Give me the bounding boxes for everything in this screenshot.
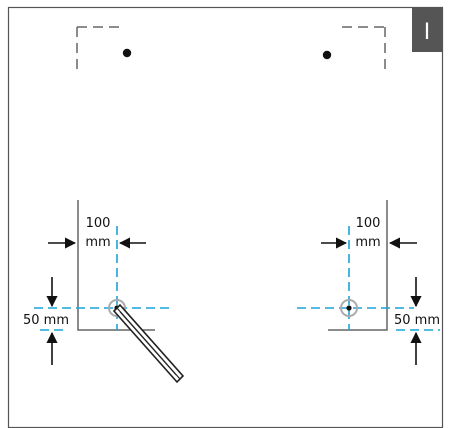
- top-right-corner-guide: [342, 26, 386, 72]
- right-vertical-dimension-label: 50 mm: [394, 313, 440, 328]
- right-detail: 100 mm 50 mm: [297, 200, 440, 365]
- left-panel-outline: [77, 200, 155, 331]
- right-panel-outline: [328, 200, 388, 331]
- drill-hole-icon: [340, 299, 358, 317]
- drill-bit-icon: [112, 303, 185, 384]
- right-horizontal-dimension-unit: mm: [355, 235, 380, 250]
- top-right-mounting-dot: [322, 50, 332, 60]
- step-badge-label: I: [424, 20, 431, 45]
- right-horizontal-dimension-value: 100: [356, 216, 381, 231]
- step-badge-background: [412, 8, 442, 52]
- top-left-mounting-dot: [122, 48, 132, 58]
- step-badge-icon: I: [412, 8, 442, 52]
- left-vertical-dimension-label: 50 mm: [23, 313, 69, 328]
- left-horizontal-dimension-value: 100: [86, 216, 111, 231]
- left-detail: 100 mm 50 mm: [23, 200, 185, 384]
- left-horizontal-dimension-unit: mm: [85, 235, 110, 250]
- top-left-corner-guide: [76, 26, 120, 72]
